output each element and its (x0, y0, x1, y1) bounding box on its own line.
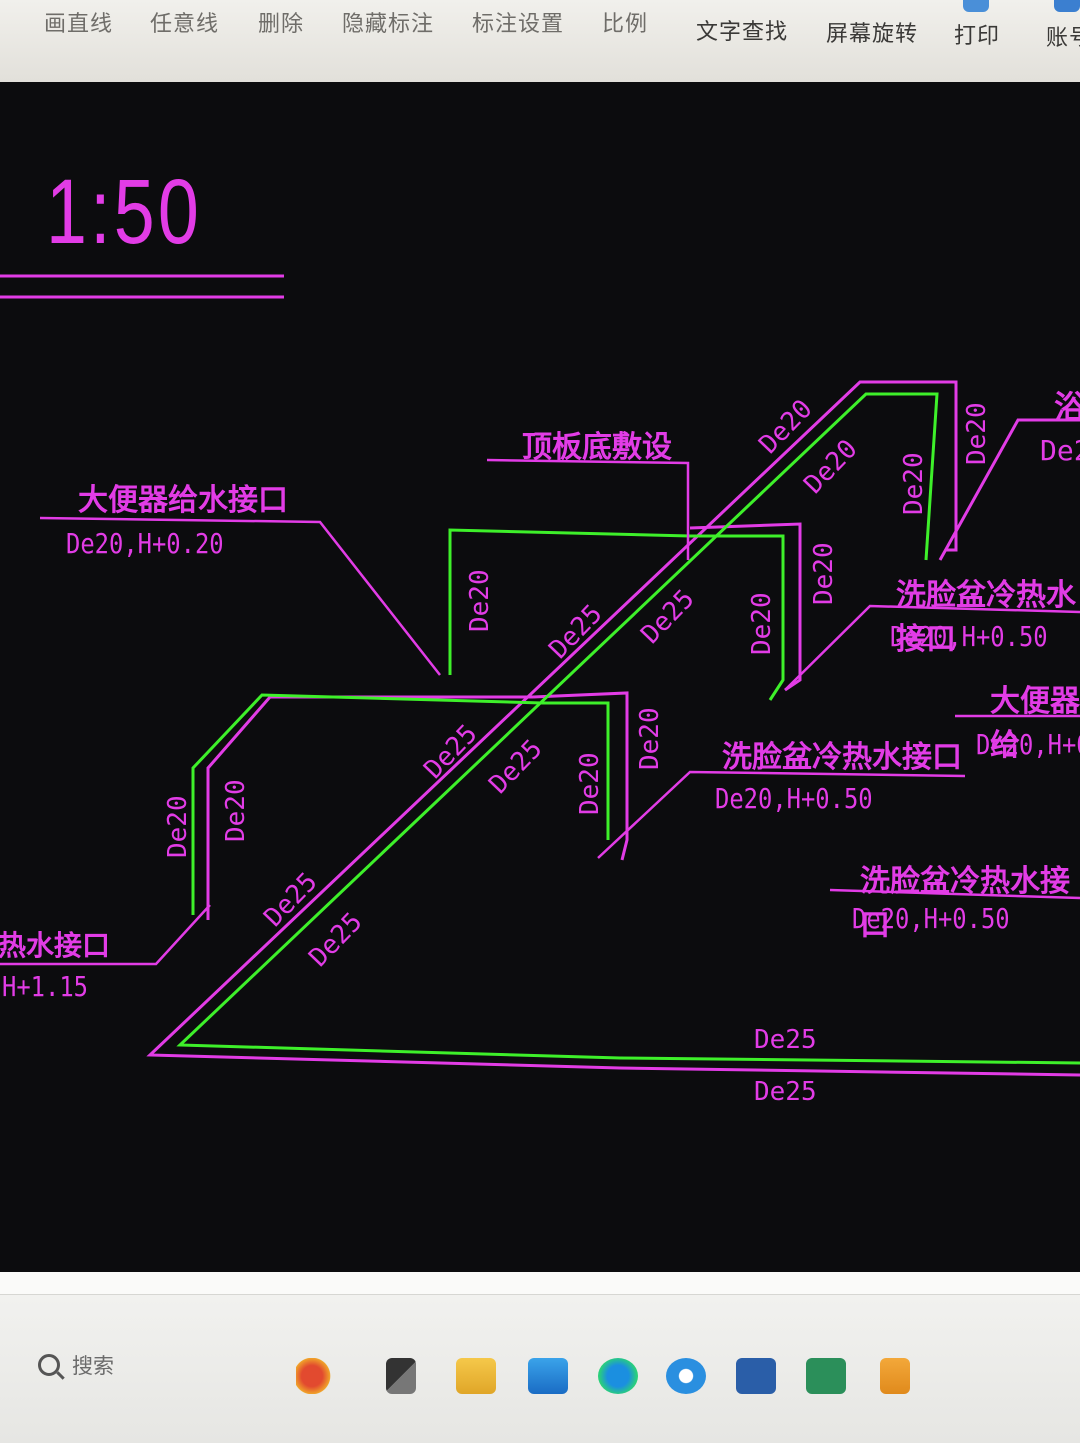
pipe-size-label: De20 (221, 779, 251, 842)
freehand-line-button[interactable]: 任意线 (150, 12, 220, 37)
scale-title: 1:50 (46, 161, 203, 263)
pipe-size-label: De20 (465, 569, 495, 632)
annotation-spec: De20,H+0.50 (715, 782, 873, 815)
leader-lines (0, 458, 1080, 966)
annotation-spec: De20,H+0.50 (852, 902, 1010, 935)
pipe-size-label: De20 (575, 752, 605, 815)
pipe-size-label: De25 (543, 599, 608, 665)
taskbar: 搜索 (0, 1272, 1080, 1443)
annotation-spec: De20,H+0.20 (66, 527, 224, 560)
draw-line-button[interactable]: 画直线 (44, 12, 114, 37)
annotation-label: 洗脸盆冷热水接口 (896, 578, 1076, 657)
text-search-button[interactable]: 文字查找 (696, 20, 789, 45)
horizontal-scrollbar[interactable] (0, 1272, 1080, 1295)
search-label: 搜索 (72, 1354, 114, 1378)
widgets-icon[interactable] (296, 1358, 336, 1394)
pipe-size-label: De20 (635, 707, 665, 770)
annotation-spec: De20,H+0.50 (890, 620, 1048, 653)
pipe-size-label: De20 (962, 402, 992, 465)
isometric-plumbing-drawing: De20 De20 De25 De25 De25 De25 De25 De25 … (0, 274, 1080, 1107)
pipe-size-label: De20 (798, 434, 863, 500)
file-explorer-icon[interactable] (456, 1358, 496, 1394)
scale-button[interactable]: 比例 (602, 12, 649, 37)
search-icon (38, 1354, 60, 1376)
pipe-size-label: De25 (754, 1077, 817, 1107)
pipe-size-label: De25 (635, 584, 700, 650)
kenv-app-icon[interactable] (806, 1358, 846, 1394)
cad-drawing-canvas[interactable]: De20 De20 De25 De25 De25 De25 De25 De25 … (0, 82, 1080, 1272)
print-button[interactable]: 打印 (954, 24, 1001, 49)
account-button[interactable]: 账号 (1046, 26, 1080, 51)
pipe-size-label: De25 (418, 719, 483, 785)
ie-browser-icon[interactable] (666, 1358, 706, 1394)
delete-button[interactable]: 删除 (258, 12, 305, 37)
edge-browser-icon[interactable] (598, 1358, 638, 1394)
pipe-size-label: De20 (747, 592, 777, 655)
annotation-settings-button[interactable]: 标注设置 (472, 12, 565, 37)
hide-annotation-button[interactable]: 隐藏标注 (342, 12, 435, 37)
annotation-label: 大便器给 (990, 684, 1080, 763)
hot-water-pipe (146, 380, 1080, 1077)
app-icon[interactable] (880, 1358, 910, 1394)
annotation-label: 冷热水接口 (0, 929, 111, 962)
pipe-size-label: De20 (809, 542, 839, 605)
cad-viewer-icon[interactable] (736, 1358, 776, 1394)
mail-icon[interactable] (528, 1358, 568, 1394)
pipe-size-label: De20 (899, 452, 929, 515)
annotation-spec: H+1.15 (2, 970, 88, 1003)
task-view-icon[interactable] (386, 1358, 416, 1394)
account-icon (1054, 0, 1080, 12)
cold-water-pipe (176, 392, 1080, 1065)
annotation-spec: De20,H+0. (976, 728, 1080, 761)
annotation-label: 大便器给水接口 (78, 483, 288, 518)
pipe-size-label: De25 (483, 734, 548, 800)
annotation-label: 浴 (1054, 388, 1080, 426)
pipe-size-label: De25 (754, 1025, 817, 1055)
print-icon (963, 0, 989, 12)
rotate-screen-button[interactable]: 屏幕旋转 (826, 22, 919, 47)
annotation-label: 洗脸盆冷热水接口 (722, 740, 962, 775)
pipe-size-label: De20 (163, 795, 193, 858)
taskbar-search[interactable]: 搜索 (38, 1350, 114, 1380)
annotation-spec: De2 (1040, 434, 1080, 467)
annotation-label: 顶板底敷设 (522, 430, 672, 465)
annotation-label: 洗脸盆冷热水接口 (860, 864, 1070, 943)
toolbar: 画直线 任意线 删除 隐藏标注 标注设置 比例 文字查找 屏幕旋转 打印 账号 (0, 0, 1080, 83)
